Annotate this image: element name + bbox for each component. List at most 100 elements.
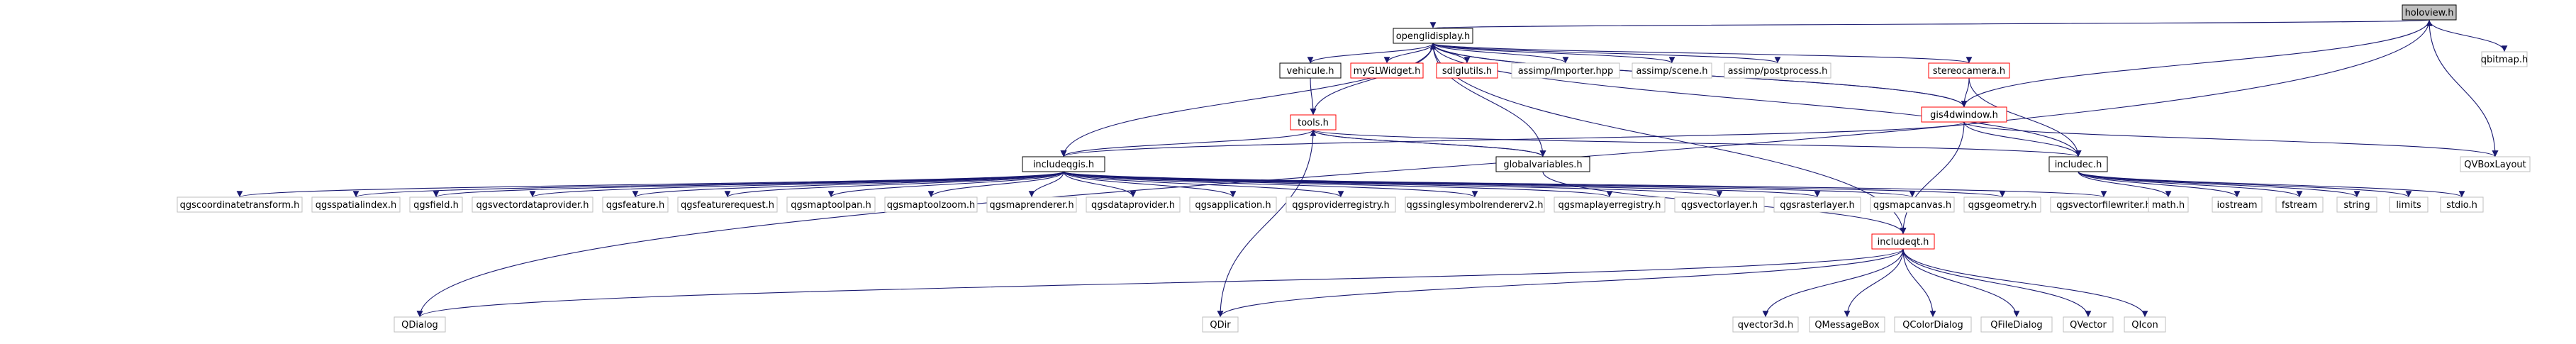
node-qicon: QIcon bbox=[2124, 316, 2166, 333]
node-box-qgsapplication_h bbox=[1189, 196, 1277, 213]
edge-holoview_h-to-qvboxlayout bbox=[2429, 19, 2499, 157]
node-label-holoview_h: holoview.h bbox=[2405, 8, 2454, 18]
node-box-qgssinglesymbolrendererv2_h bbox=[1405, 196, 1545, 213]
node-assimp_scene_h: assimp/scene.h bbox=[1632, 62, 1712, 79]
node-iostream: iostream bbox=[2212, 196, 2263, 213]
edge-holoview_h-to-qbitmap_h bbox=[2429, 19, 2508, 52]
node-qgsdataprovider_h: qgsdataprovider.h bbox=[1086, 196, 1181, 213]
node-box-qgsfeature_h bbox=[602, 196, 669, 213]
node-box-myglwidget_h bbox=[1350, 62, 1424, 79]
node-box-qgsproviderregistry_h bbox=[1286, 196, 1396, 213]
node-tools_h[interactable]: tools.h bbox=[1290, 114, 1337, 131]
node-label-qgsmapcanvas_h: qgsmapcanvas.h bbox=[1873, 200, 1951, 211]
node-label-qvector3d_h: qvector3d.h bbox=[1738, 320, 1793, 331]
node-box-qgsdataprovider_h bbox=[1086, 196, 1181, 213]
edge-includeqgis_h-to-qgsvectordataprovider_h bbox=[529, 171, 1064, 198]
node-box-openglidisplay_h bbox=[1393, 28, 1473, 44]
node-holoview_h[interactable]: holoview.h bbox=[2402, 4, 2457, 21]
edge-includeqgis_h-to-qgsapplication_h bbox=[1063, 171, 1237, 198]
node-label-qgsfield_h: qgsfield.h bbox=[413, 200, 459, 211]
node-box-limits bbox=[2389, 196, 2429, 213]
node-includeqt_h[interactable]: includeqt.h bbox=[1871, 233, 1935, 250]
edge-includeqt_h-to-qicon bbox=[1902, 248, 2148, 318]
edge-includec_h-to-string bbox=[2078, 171, 2360, 198]
edge-includeqgis_h-to-qgsrasterlayer_h bbox=[1063, 171, 1820, 198]
node-box-iostream bbox=[2212, 196, 2263, 213]
node-qgsmaplayerregistry_h: qgsmaplayerregistry.h bbox=[1554, 196, 1666, 213]
node-qvector3d_h: qvector3d.h bbox=[1732, 316, 1799, 333]
edge-includeqgis_h-to-qgsfeature_h bbox=[632, 171, 1064, 198]
node-vehicule_h[interactable]: vehicule.h bbox=[1279, 62, 1342, 79]
node-label-qgsgeometry_h: qgsgeometry.h bbox=[1968, 200, 2037, 211]
node-includeqgis_h[interactable]: includeqgis.h bbox=[1022, 156, 1105, 172]
node-qmessagebox: QMessageBox bbox=[1809, 316, 1885, 333]
node-globalvariables_h[interactable]: globalvariables.h bbox=[1495, 156, 1590, 172]
edge-includeqgis_h-to-qgsmaptoolpan_h bbox=[827, 171, 1064, 198]
node-label-stereocamera_h: stereocamera.h bbox=[1933, 66, 2005, 77]
node-label-qgscoordinatetransform_h: qgscoordinatetransform.h bbox=[180, 200, 300, 211]
node-label-limits: limits bbox=[2396, 200, 2421, 211]
node-stereocamera_h[interactable]: stereocamera.h bbox=[1928, 62, 2010, 79]
nodes-layer: holoview.hopenglidisplay.hqbitmap.hvehic… bbox=[177, 4, 2531, 333]
edge-gis4dwindow_h-to-includeqt_h bbox=[1900, 121, 1965, 235]
node-assimp_postprocess_h: assimp/postprocess.h bbox=[1724, 62, 1831, 79]
node-limits: limits bbox=[2389, 196, 2429, 213]
node-includec_h[interactable]: includec.h bbox=[2048, 156, 2108, 172]
node-box-fstream bbox=[2275, 196, 2324, 213]
node-box-qcolordialog bbox=[1894, 316, 1972, 333]
node-sdlglutils_h[interactable]: sdlglutils.h bbox=[1436, 62, 1498, 79]
node-label-openglidisplay_h: openglidisplay.h bbox=[1396, 31, 1471, 42]
node-box-qgsmapcanvas_h bbox=[1870, 196, 1955, 213]
node-label-qdialog: QDialog bbox=[401, 320, 438, 331]
edge-openglidisplay_h-to-stereocamera_h bbox=[1432, 43, 1972, 64]
node-box-qgsfield_h bbox=[409, 196, 463, 213]
node-label-includeqgis_h: includeqgis.h bbox=[1033, 160, 1094, 170]
node-label-qvector: QVector bbox=[2070, 320, 2107, 331]
node-qgsfield_h: qgsfield.h bbox=[409, 196, 463, 213]
node-label-qgsvectordataprovider_h: qgsvectordataprovider.h bbox=[476, 200, 589, 211]
node-qgsfeature_h: qgsfeature.h bbox=[602, 196, 669, 213]
node-box-tools_h bbox=[1290, 114, 1337, 131]
node-qvector: QVector bbox=[2063, 316, 2114, 333]
node-box-qdialog bbox=[394, 316, 446, 333]
edge-includeqt_h-to-qdir bbox=[1217, 248, 1904, 318]
node-label-qgsmaptoolpan_h: qgsmaptoolpan.h bbox=[791, 200, 871, 211]
node-box-qgsspatialindex_h bbox=[311, 196, 401, 213]
node-label-qgsspatialindex_h: qgsspatialindex.h bbox=[316, 200, 397, 211]
node-qvboxlayout: QVBoxLayout bbox=[2460, 156, 2531, 172]
node-box-includeqgis_h bbox=[1022, 156, 1105, 172]
node-qgsspatialindex_h: qgsspatialindex.h bbox=[311, 196, 401, 213]
node-qgsmaprenderer_h: qgsmaprenderer.h bbox=[986, 196, 1077, 213]
edge-openglidisplay_h-to-assimp_importer_hpp bbox=[1432, 43, 1569, 64]
edge-openglidisplay_h-to-tools_h bbox=[1310, 43, 1434, 116]
node-label-assimp_importer_hpp: assimp/Importer.hpp bbox=[1518, 66, 1614, 77]
node-box-qgsmaplayerregistry_h bbox=[1554, 196, 1666, 213]
node-box-includec_h bbox=[2048, 156, 2108, 172]
node-label-assimp_postprocess_h: assimp/postprocess.h bbox=[1728, 66, 1828, 77]
node-box-gis4dwindow_h bbox=[1921, 106, 2007, 123]
node-myglwidget_h[interactable]: myGLWidget.h bbox=[1350, 62, 1424, 79]
node-label-qmessagebox: QMessageBox bbox=[1814, 320, 1880, 331]
node-qgsmaptoolzoom_h: qgsmaptoolzoom.h bbox=[884, 196, 978, 213]
node-label-qgsmaprenderer_h: qgsmaprenderer.h bbox=[989, 200, 1074, 211]
edge-includeqgis_h-to-qgsvectorfilewriter_h bbox=[1063, 171, 2107, 198]
node-label-string: string bbox=[2343, 200, 2370, 211]
node-box-holoview_h bbox=[2402, 4, 2457, 21]
node-gis4dwindow_h[interactable]: gis4dwindow.h bbox=[1921, 106, 2007, 123]
node-label-qgsmaplayerregistry_h: qgsmaplayerregistry.h bbox=[1559, 200, 1661, 211]
edge-includeqt_h-to-qdialog bbox=[416, 248, 1904, 318]
node-label-qgsmaptoolzoom_h: qgsmaptoolzoom.h bbox=[887, 200, 976, 211]
edge-includec_h-to-math_h bbox=[2078, 171, 2172, 198]
node-box-assimp_scene_h bbox=[1632, 62, 1712, 79]
node-openglidisplay_h[interactable]: openglidisplay.h bbox=[1393, 28, 1473, 44]
node-qfiledialog: QFileDialog bbox=[1980, 316, 2053, 333]
edge-includeqt_h-to-qcolordialog bbox=[1902, 248, 1936, 318]
node-box-string bbox=[2336, 196, 2377, 213]
node-box-qgsmaptoolpan_h bbox=[786, 196, 876, 213]
edge-vehicule_h-to-tools_h bbox=[1310, 77, 1317, 116]
node-label-includec_h: includec.h bbox=[2055, 160, 2102, 170]
edge-openglidisplay_h-to-vehicule_h bbox=[1307, 43, 1434, 64]
node-qgsproviderregistry_h: qgsproviderregistry.h bbox=[1286, 196, 1396, 213]
node-label-assimp_scene_h: assimp/scene.h bbox=[1637, 66, 1708, 77]
